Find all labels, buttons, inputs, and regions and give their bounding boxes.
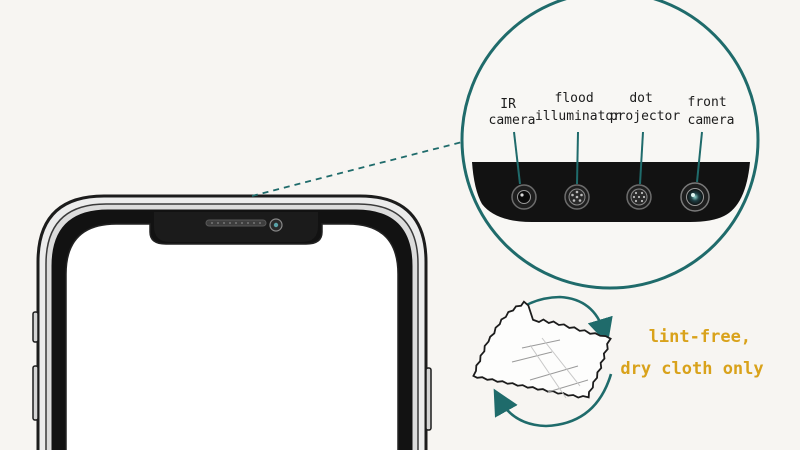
ir-camera-leader bbox=[513, 131, 521, 185]
flood-illuminator-leader bbox=[576, 131, 579, 185]
sensor-bar bbox=[472, 162, 750, 222]
ir-camera-sensor bbox=[511, 184, 537, 210]
front-camera-label: front camera bbox=[688, 95, 735, 128]
front-camera-leader bbox=[696, 131, 703, 183]
front-camera-sensor bbox=[680, 182, 710, 212]
volume-button-down bbox=[32, 365, 39, 421]
ir-camera-label: IR camera bbox=[489, 97, 536, 128]
zoom-connector-line bbox=[251, 139, 471, 197]
power-button bbox=[425, 367, 432, 431]
dot-projector-label: dot projector bbox=[610, 91, 681, 124]
flood-illuminator-label: flood illuminator bbox=[535, 91, 621, 124]
speaker-grille-holes bbox=[211, 222, 261, 224]
zoom-circle bbox=[460, 0, 760, 290]
wipe-arrow-bottom bbox=[493, 373, 613, 428]
phone-illustration bbox=[32, 194, 432, 450]
cloth-instruction-note: lint-free, dry cloth only bbox=[620, 327, 763, 379]
phone-notch bbox=[154, 212, 318, 242]
dot-projector-sensor bbox=[626, 184, 652, 210]
dot-projector-leader bbox=[639, 131, 644, 185]
volume-button-up bbox=[32, 311, 39, 343]
cloth-icon bbox=[472, 295, 613, 428]
zoom-callout: IR camera flood illuminator dot projecto… bbox=[460, 0, 760, 290]
phone-screen bbox=[65, 223, 399, 450]
cloth-texture bbox=[511, 339, 589, 393]
flood-illuminator-sensor bbox=[564, 184, 590, 210]
